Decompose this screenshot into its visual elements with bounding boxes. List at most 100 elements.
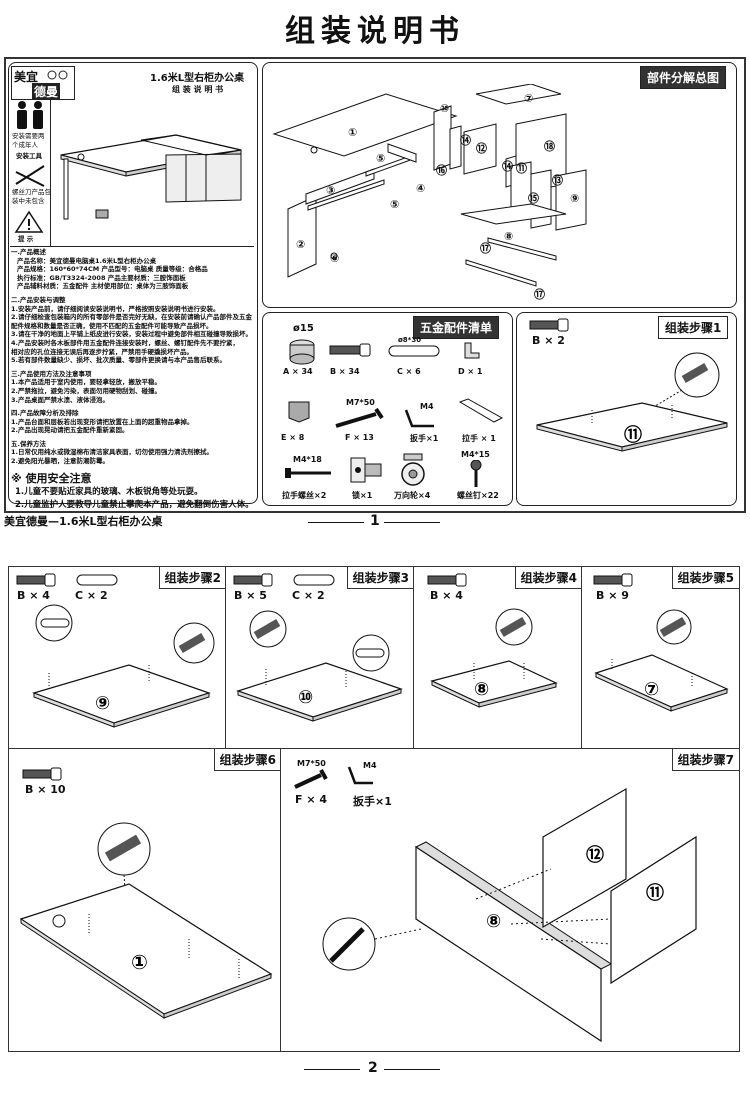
step1-part-label: ⑪	[624, 424, 642, 446]
footer-product: 美宜德曼—1.6米L型右柜办公桌	[4, 515, 163, 528]
step1-board-drawing: ⑪	[536, 352, 728, 452]
step7-part-label: ⑫	[586, 844, 604, 866]
page2-number: 2	[368, 1060, 378, 1076]
exploded-part-label: ②	[296, 238, 305, 251]
safety-line: 1.儿童不要贴近家具的玻璃、木板锐角等处玩耍。	[15, 486, 203, 497]
exploded-part-label: ⑯	[436, 163, 447, 177]
sec3-line: 1.本产品适用于室内使用，要轻拿轻放，搬放平稳。	[11, 378, 161, 387]
brand-logo: 美宜 德曼	[11, 66, 75, 100]
info-panel	[8, 62, 258, 504]
exploded-part-label: ⑬	[552, 173, 563, 187]
handle-screw-icon	[285, 468, 331, 478]
safety-title: ※ 使用安全注意	[11, 471, 92, 485]
step1-title: 组装步骤1	[658, 316, 729, 339]
step6-board-drawing: ①	[19, 822, 273, 1019]
exploded-part-label: ⑩	[440, 102, 449, 115]
sec2-line: 1.安装产品前，请仔细阅读安装说明书，严格按照安装说明书进行安装。	[11, 304, 220, 313]
cam-bolt-icon	[427, 573, 467, 587]
step2-panel: 组装步骤2 B × 4 C × 2 ⑨	[8, 566, 227, 750]
step2-qty-b: B × 4	[17, 589, 50, 602]
page2-line-left	[304, 1069, 360, 1070]
page2-line-right	[384, 1069, 440, 1070]
wood-screw-label: 螺丝钉×22	[457, 491, 499, 500]
two-people-label: 安装需要两个成年人	[12, 132, 45, 149]
cam-lock-icon	[289, 339, 315, 365]
step7-assembly-drawing: ⑫ ⑪ ⑧	[322, 787, 697, 1043]
exploded-part-label: ⑦	[524, 92, 533, 105]
exploded-part-label: ⑮	[528, 191, 539, 205]
sec5-title: 五.保养方法	[11, 439, 46, 448]
product-title: 1.6米L型右柜办公桌	[150, 73, 245, 84]
exploded-part-label: ⑤	[390, 198, 399, 211]
step2-title: 组装步骤2	[158, 567, 226, 589]
page-title: 组装说明书	[285, 14, 465, 49]
exploded-diagram: ① ② ③ ④ ⑤ ⑤ ⑥ ⑦ ⑧ ⑨ ⑩ ⑪ ⑫ ⑬ ⑭ ⑭ ⑮ ⑯ ⑰ ⑰ …	[272, 84, 587, 301]
manual-subtitle: 组 装 说 明 书	[172, 85, 224, 94]
step7-screw-dim: M7*50	[297, 759, 326, 768]
exploded-part-label: ⑥	[330, 252, 339, 265]
lock-label: 锁×1	[352, 491, 373, 500]
exploded-part-label: ⑱	[544, 139, 555, 153]
step7-wrench-dim: M4	[363, 761, 377, 770]
step1-qty: B × 2	[532, 334, 565, 347]
icon-column-divider	[50, 98, 51, 246]
exploded-part-label: ⑪	[516, 161, 527, 175]
tools-label: 螺丝刀产品包装中未包含	[12, 188, 51, 205]
bracket-icon	[464, 342, 480, 359]
exploded-part-label: ⑫	[476, 141, 487, 155]
sec1-line: 产品规格：160*60*74CM 产品型号：电脑桌 质量等级：合格品	[17, 265, 208, 274]
cam-bolt-icon	[593, 573, 633, 587]
sec2-line: 5.若有部件数量缺少、损坏、批次质量、零部件更换请与本产品售后联系。	[11, 356, 226, 365]
step2-qty-c: C × 2	[75, 589, 108, 602]
part-f-label: F × 13	[345, 433, 374, 442]
sec4-line: 2.产品出现晃动请把五金配件重新紧固。	[11, 426, 129, 435]
sec5-line: 1.日常仅用纯水或微湿棉布清洁家具表面，切勿使用强力清洗剂擦拭。	[11, 448, 213, 457]
sec5-line: 2.避免阳光暴晒，注意防潮防霉。	[11, 457, 109, 466]
step7-part-label: ⑪	[646, 882, 664, 904]
step6-qty-b: B × 10	[25, 783, 66, 796]
step3-qty-c: C × 2	[292, 589, 325, 602]
cam-bolt-icon	[16, 573, 56, 587]
cam-bolt-icon	[233, 573, 273, 587]
part-a-dim: ø15	[293, 323, 314, 334]
step2-board-drawing: ⑨	[32, 604, 215, 728]
handle-label: 拉手 × 1	[462, 434, 496, 443]
page1-number: 1	[370, 513, 380, 529]
page1-frame	[4, 57, 746, 513]
step3-title: 组装步骤3	[346, 567, 414, 589]
step7-panel: 组装步骤7 M7*50 M4 F × 4 扳手×1 ⑫ ⑪ ⑧	[280, 748, 740, 1052]
handle-icon	[458, 398, 504, 423]
step6-part-label: ①	[131, 950, 148, 974]
exploded-part-label: ⑭	[502, 159, 513, 173]
page1-line-left	[308, 522, 364, 523]
step3-qty-b: B × 5	[234, 589, 267, 602]
dowel-icon	[293, 574, 335, 586]
step7-title: 组装步骤7	[671, 749, 739, 771]
step4-title: 组装步骤4	[514, 567, 582, 589]
step6-panel: 组装步骤6 B × 10 ①	[8, 748, 282, 1052]
step5-board-drawing: ⑦	[594, 609, 729, 712]
cam-bolt-icon	[329, 343, 371, 357]
sec4-title: 四.产品故障分析及排除	[11, 409, 79, 418]
brand-name-1: 美宜	[14, 70, 39, 84]
step3-panel: 组装步骤3 B × 5 C × 2 ⑩	[225, 566, 415, 750]
wood-screw-dim: M4*15	[461, 450, 490, 459]
cam-bolt-icon	[529, 318, 569, 332]
sec1-line: 产品辅料材质：五金配件 主材使用部位：桌体为三胺饰面板	[17, 282, 189, 291]
step4-panel: 组装步骤4 B × 4 ⑧	[413, 566, 583, 750]
dowel-icon	[388, 345, 440, 357]
manual-text: 一.产品概述 产品名称：美宜德曼电脑桌1.6米L型右柜办公桌 产品规格：160*…	[11, 248, 255, 512]
part-b-label: B × 34	[330, 367, 360, 376]
hex-key-icon	[404, 409, 434, 428]
wrench-dim: M4	[420, 402, 434, 411]
step7-qty-wrench: 扳手×1	[353, 795, 392, 808]
sec2-line: 相对应的孔位连接无误后再逐步拧紧，严禁用手硬撬损坏产品。	[11, 347, 193, 356]
wrench-label: 扳手×1	[410, 434, 439, 443]
exploded-part-label: ⑧	[504, 230, 513, 243]
page1-line-right	[384, 522, 440, 523]
exploded-part-label: ⑨	[570, 192, 579, 205]
hardware-title: 五金配件清单	[413, 316, 500, 339]
sec3-title: 三.产品使用方法及注意事项	[11, 369, 92, 378]
sec2-line: 4.产品安装时各木板部件用五金配件连接安装时，螺丝、螺钉配件先不要拧紧，	[11, 338, 239, 347]
step7-qty-f: F × 4	[295, 793, 328, 806]
